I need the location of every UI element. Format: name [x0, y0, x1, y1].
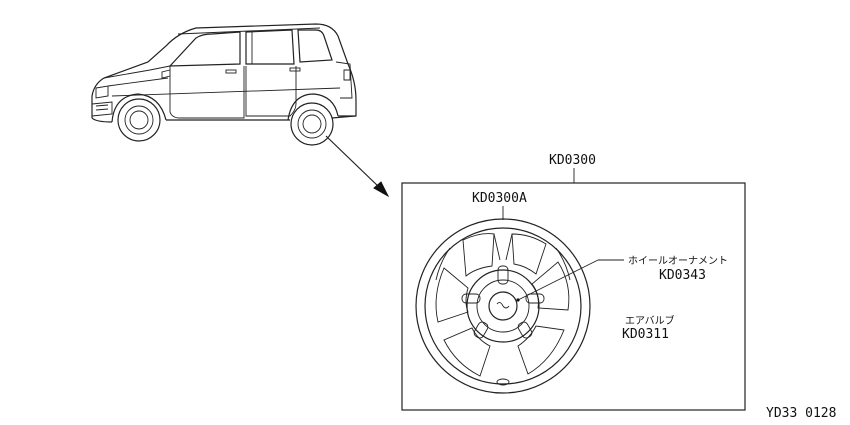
wheel-illustration: [415, 218, 591, 394]
ornament-label-jp: ホイールオーナメント: [628, 255, 728, 267]
wheel-label: KD0300A: [472, 191, 527, 206]
valve-label-jp: エアバルブ: [625, 314, 675, 327]
detail-arrow: [325, 135, 390, 198]
valve-code: KD0311: [622, 327, 669, 342]
vehicle-illustration: [91, 23, 357, 146]
figure-id: YD33 0128: [766, 406, 836, 421]
ornament-code: KD0343: [659, 268, 706, 283]
assembly-label: KD0300: [549, 153, 596, 168]
detail-box: [401, 182, 746, 411]
ornament-callout: [516, 259, 624, 302]
